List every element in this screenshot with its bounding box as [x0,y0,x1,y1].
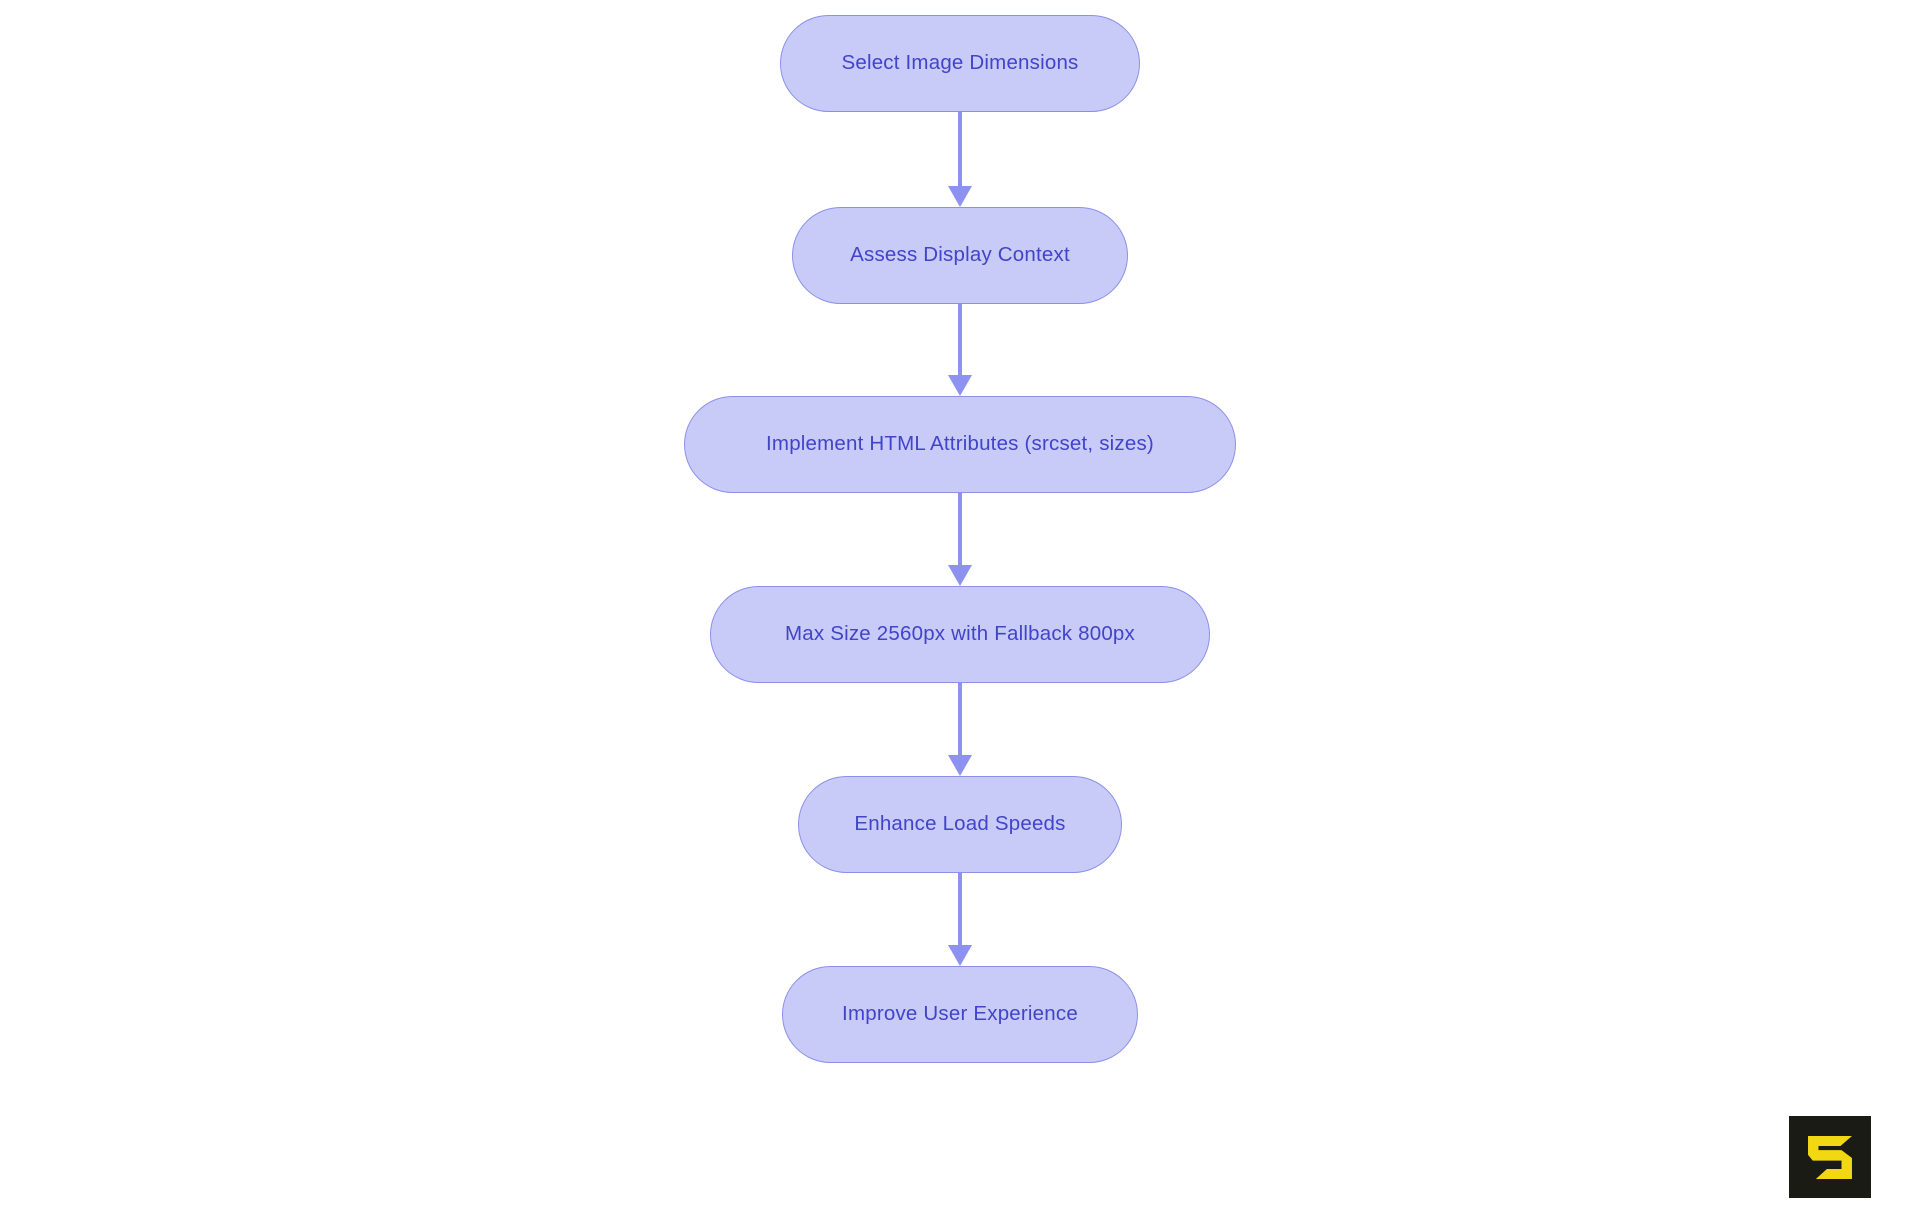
edge-5-line [958,873,962,945]
flow-node-max-size-fallback: Max Size 2560px with Fallback 800px [710,586,1210,683]
edge-2-arrowhead-icon [947,375,972,396]
edge-4-line [958,683,962,755]
flow-node-label: Assess Display Context [850,243,1070,267]
flow-node-assess-display-context: Assess Display Context [792,207,1128,304]
flow-node-label: Select Image Dimensions [841,51,1079,75]
brand-logo [1789,1116,1871,1198]
flow-node-label: Improve User Experience [842,1002,1078,1026]
flow-node-enhance-load-speeds: Enhance Load Speeds [798,776,1122,873]
edge-3-line [958,493,962,565]
flow-node-label: Enhance Load Speeds [854,812,1066,836]
flow-node-improve-user-experience: Improve User Experience [782,966,1138,1063]
edge-5-arrowhead-icon [947,945,972,966]
s-logo-icon [1807,1135,1853,1180]
edge-1-arrowhead-icon [947,186,972,207]
flow-node-implement-html-attributes: Implement HTML Attributes (srcset, sizes… [684,396,1236,493]
edge-1-line [958,112,962,186]
flow-node-label: Max Size 2560px with Fallback 800px [785,622,1135,646]
edge-3-arrowhead-icon [947,565,972,586]
flow-node-select-image-dimensions: Select Image Dimensions [780,15,1140,112]
edge-4-arrowhead-icon [947,755,972,776]
edge-2-line [958,304,962,375]
flow-node-label: Implement HTML Attributes (srcset, sizes… [766,432,1154,456]
